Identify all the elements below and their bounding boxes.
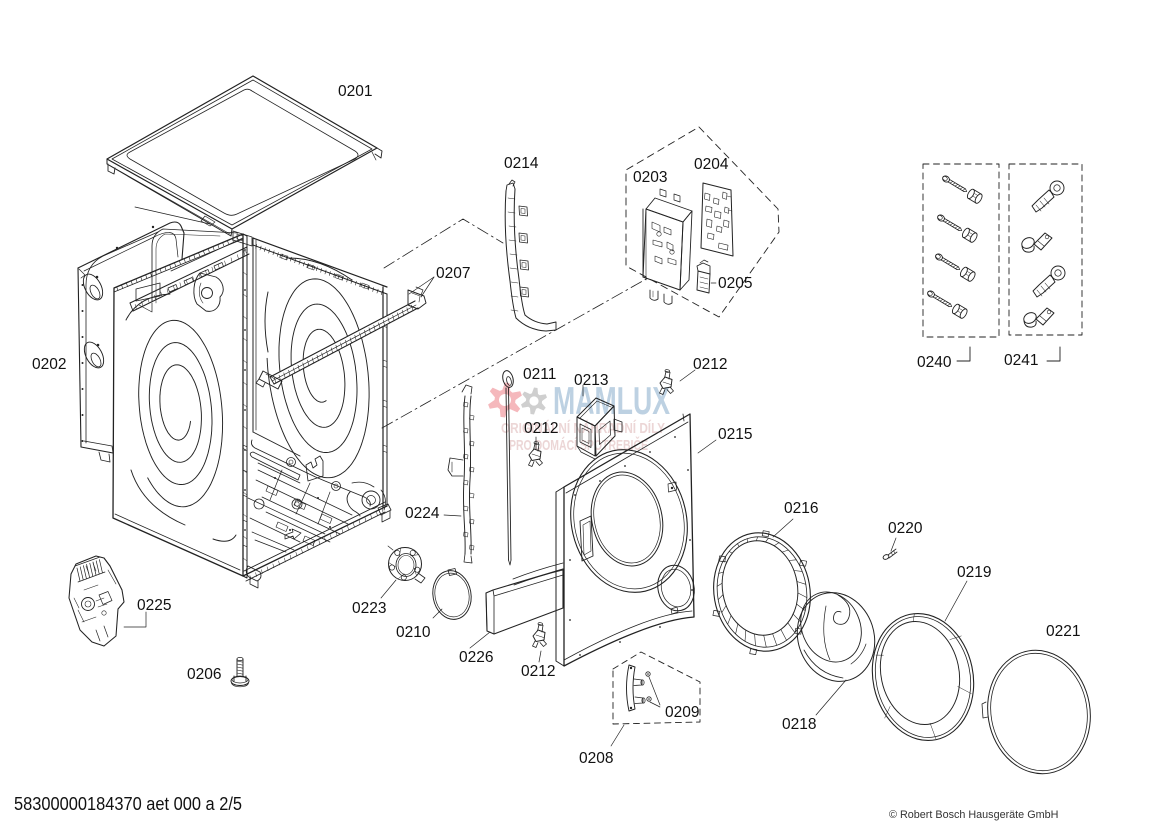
svg-text:0208: 0208: [579, 750, 613, 767]
svg-text:0216: 0216: [784, 500, 818, 517]
svg-text:0206: 0206: [187, 666, 221, 683]
svg-text:0224: 0224: [405, 505, 440, 522]
svg-text:MAMLUX: MAMLUX: [553, 380, 670, 423]
svg-text:0205: 0205: [718, 275, 752, 292]
svg-text:0218: 0218: [782, 716, 816, 733]
svg-text:0219: 0219: [957, 564, 991, 581]
svg-text:0215: 0215: [718, 426, 752, 443]
svg-text:PRO DOMÁCÍ SPOTŘEBIČE: PRO DOMÁCÍ SPOTŘEBIČE: [509, 436, 648, 454]
svg-text:0212: 0212: [521, 663, 555, 680]
svg-text:0214: 0214: [504, 155, 539, 172]
svg-text:0209: 0209: [665, 704, 699, 721]
svg-text:0213: 0213: [574, 372, 608, 389]
svg-text:0201: 0201: [338, 83, 372, 100]
svg-text:0226: 0226: [459, 649, 493, 666]
svg-text:0220: 0220: [888, 520, 923, 537]
svg-text:58300000184370 aet 000 a 2/5: 58300000184370 aet 000 a 2/5: [14, 793, 242, 814]
svg-text:0240: 0240: [917, 354, 952, 371]
svg-text:0203: 0203: [633, 169, 667, 186]
svg-text:0202: 0202: [32, 356, 66, 373]
svg-text:0221: 0221: [1046, 623, 1080, 640]
svg-text:0212: 0212: [693, 356, 727, 373]
svg-text:0211: 0211: [523, 366, 556, 383]
svg-text:0204: 0204: [694, 156, 729, 173]
svg-text:0223: 0223: [352, 600, 386, 617]
svg-text:0210: 0210: [396, 624, 431, 641]
svg-text:© Robert Bosch Hausgeräte GmbH: © Robert Bosch Hausgeräte GmbH: [889, 809, 1058, 821]
svg-text:0241: 0241: [1004, 352, 1038, 369]
svg-text:0225: 0225: [137, 597, 171, 614]
svg-text:0207: 0207: [436, 265, 470, 282]
svg-text:0212: 0212: [524, 420, 558, 437]
